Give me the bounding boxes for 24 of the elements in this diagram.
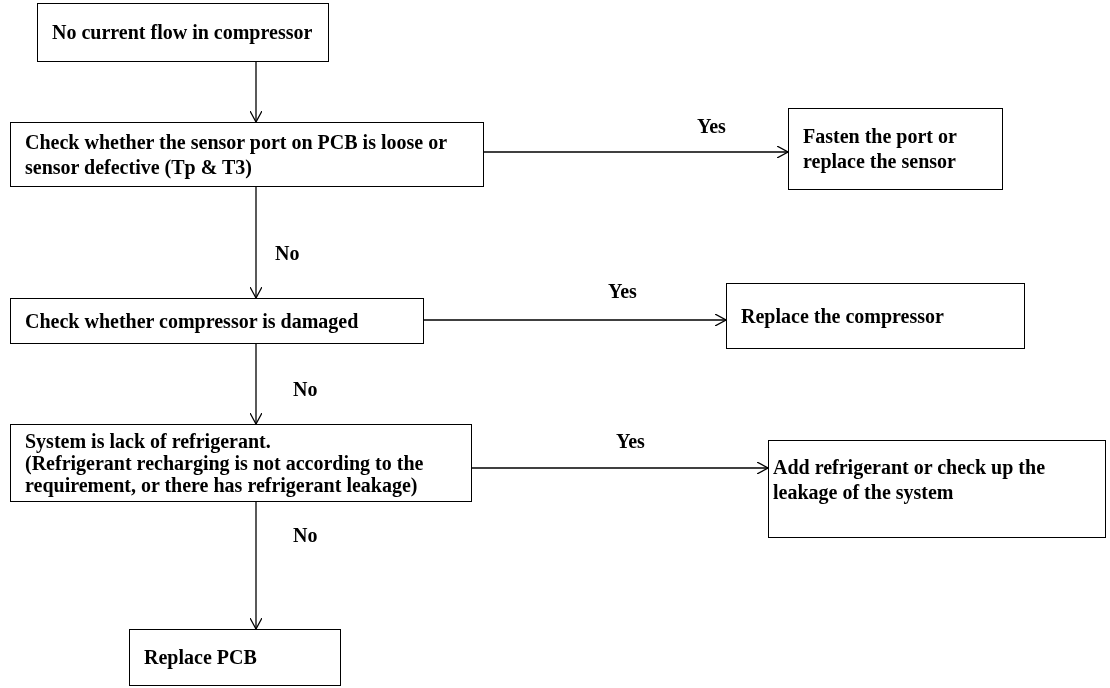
node-text: System is lack of refrigerant. (25, 430, 272, 452)
process-box (37, 3, 329, 62)
arrow (483, 145, 789, 159)
process-box (10, 298, 424, 344)
arrow (249, 343, 263, 425)
arrow (249, 186, 263, 299)
process-box (788, 108, 1003, 190)
arrow (249, 61, 263, 123)
node-text: (Refrigerant recharging is not according to the requirement, or there has refrigerant leakage) (25, 452, 425, 496)
node-text: Replace PCB (144, 645, 258, 670)
process-box (726, 283, 1025, 349)
process-box (10, 424, 472, 502)
node-text: Add refrigerant or check up the leakage of the system (773, 455, 1046, 505)
process-box (10, 122, 484, 187)
arrow (471, 461, 769, 475)
arrow (423, 313, 727, 327)
node-text: Replace the compressor (741, 303, 945, 329)
node-text: Check whether compressor is damaged (25, 308, 360, 334)
node-text: No current flow in compressor (52, 20, 314, 45)
process-box (129, 629, 341, 686)
arrow (249, 501, 263, 630)
node-text: Check whether the sensor port on PCB is loose or sensor defective (Tp & T3) (25, 129, 448, 180)
node-text: Fasten the port or replace the sensor (803, 124, 958, 174)
process-box (768, 440, 1106, 538)
